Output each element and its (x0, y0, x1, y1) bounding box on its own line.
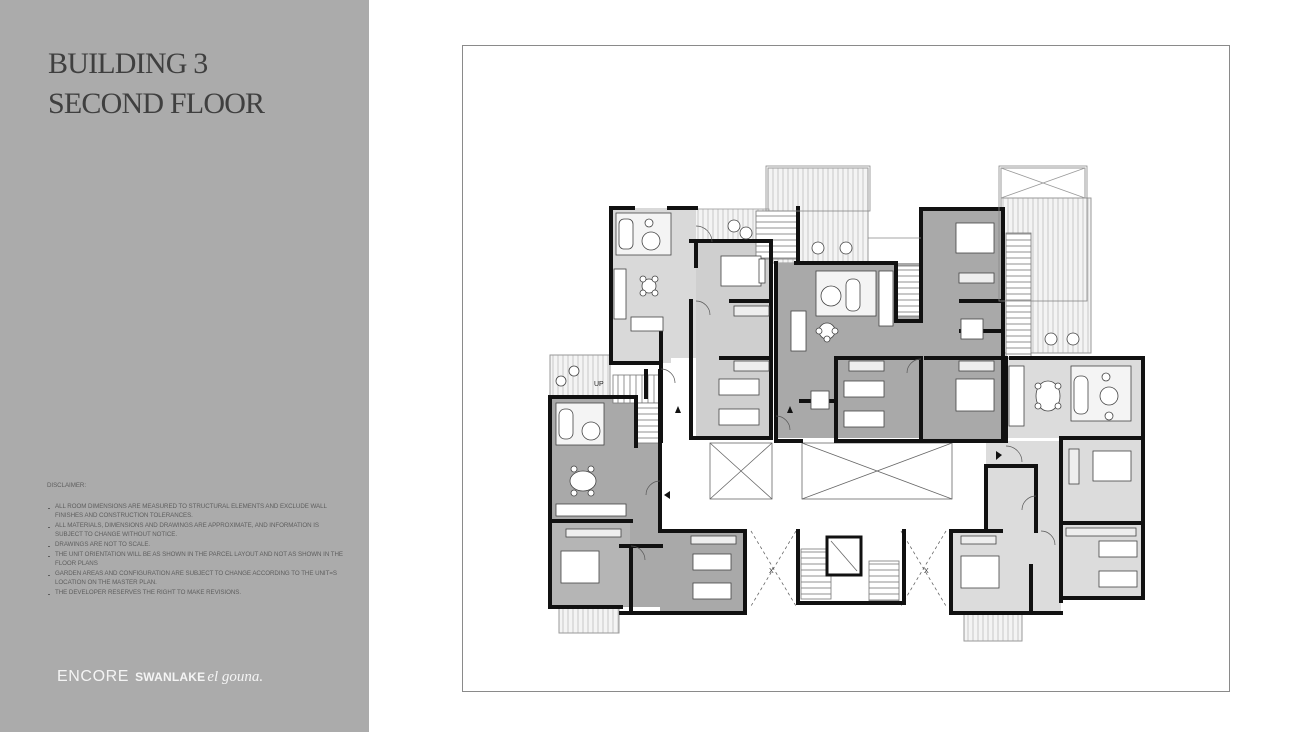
page-title: BUILDING 3 SECOND FLOOR (48, 44, 265, 124)
disclaimer-item: ALL MATERIALS, DIMENSIONS AND DRAWINGS A… (47, 521, 347, 540)
brand-swanlake: SWANLAKE (135, 670, 206, 684)
brand-gouna: el gouna. (207, 669, 264, 685)
floorplan-frame: UP X X (462, 45, 1230, 692)
disclaimer-list: ALL ROOM DIMENSIONS ARE MEASURED TO STRU… (47, 502, 347, 598)
disclaimer-item: THE DEVELOPER RESERVES THE RIGHT TO MAKE… (47, 588, 347, 598)
stair-up-label: UP (594, 381, 604, 388)
void-mark: X (924, 568, 929, 575)
floorplan-drawing: UP X X (548, 165, 1145, 642)
brand-encore: ENCORE (57, 668, 130, 685)
stairs: UP (594, 210, 1032, 602)
disclaimer-block: DISCLAIMER: ALL ROOM DIMENSIONS ARE MEAS… (47, 481, 347, 598)
furniture (555, 212, 1138, 600)
title-floor: SECOND FLOOR (48, 87, 265, 120)
void-mark: X (769, 568, 774, 575)
disclaimer-item: GARDEN AREAS AND CONFIGURATION ARE SUBJE… (47, 569, 347, 588)
disclaimer-item: THE UNIT ORIENTATION WILL BE AS SHOWN IN… (47, 550, 347, 569)
sidebar-panel: BUILDING 3 SECOND FLOOR DISCLAIMER: ALL … (0, 0, 369, 732)
thin-outlines (765, 165, 1088, 302)
disclaimer-item: DRAWINGS ARE NOT TO SCALE. (47, 540, 347, 550)
disclaimer-item: ALL ROOM DIMENSIONS ARE MEASURED TO STRU… (47, 502, 347, 521)
title-building: BUILDING 3 (48, 47, 208, 80)
disclaimer-heading: DISCLAIMER: (47, 482, 86, 489)
brand-logo: ENCORE SWANLAKE el gouna. (57, 668, 263, 686)
doors (630, 225, 1056, 561)
walls (548, 206, 1145, 615)
entry-markers (664, 406, 1002, 499)
